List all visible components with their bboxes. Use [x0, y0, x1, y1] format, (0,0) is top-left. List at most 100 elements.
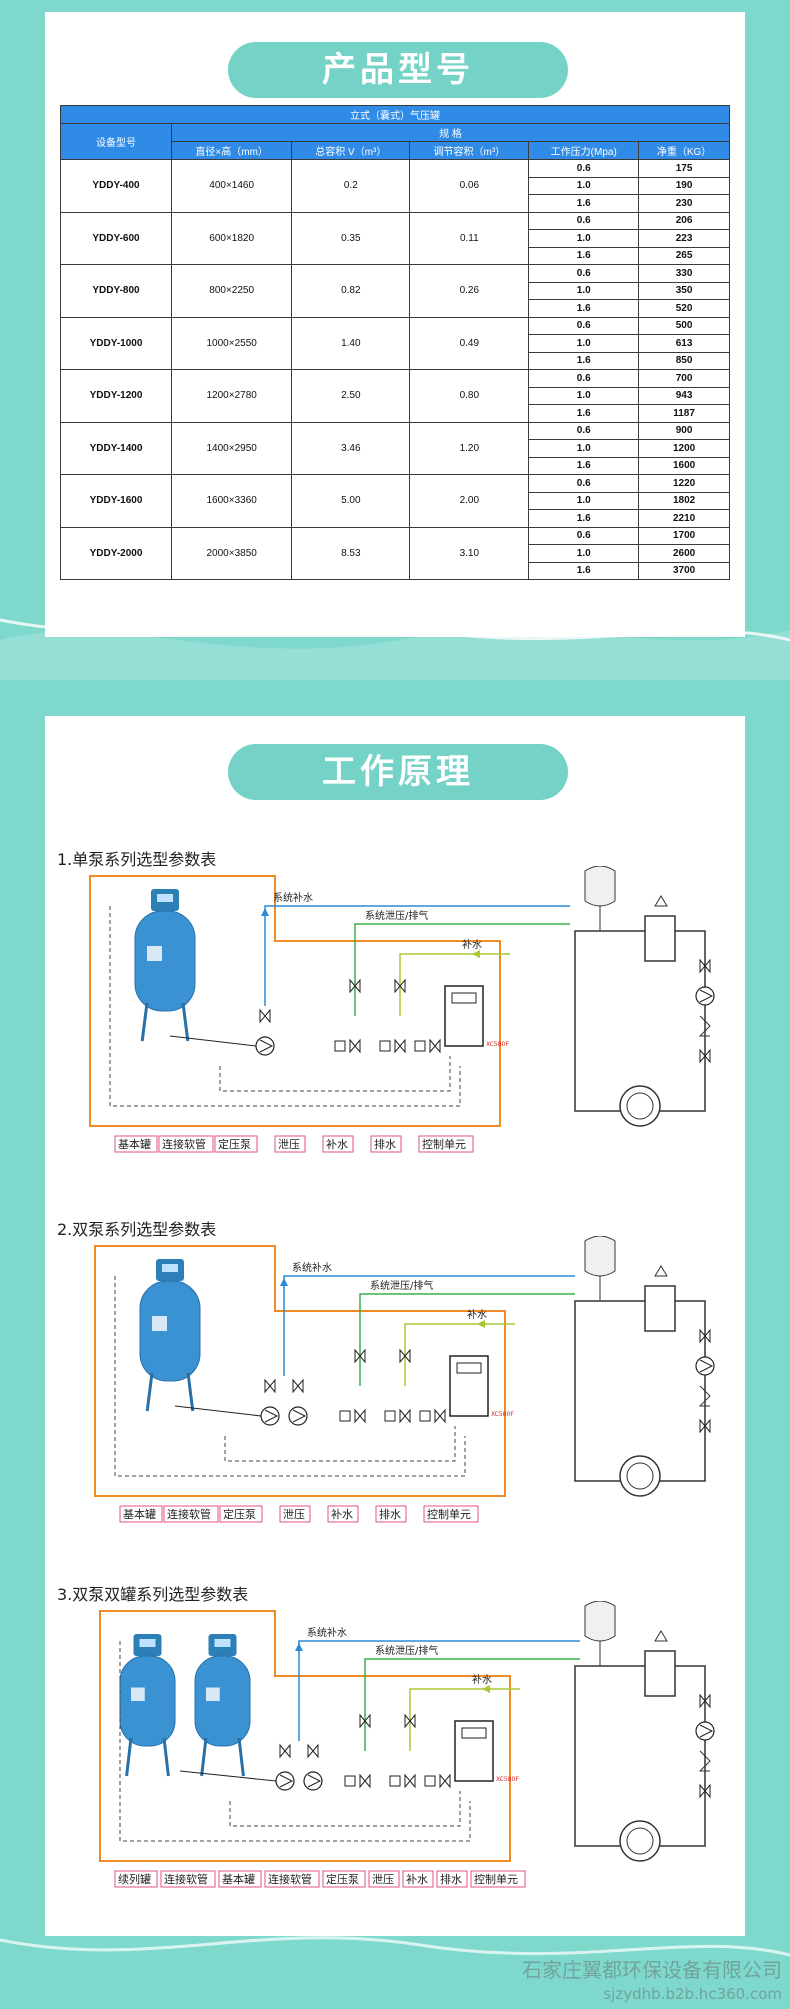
table-cell-weight: 613	[638, 334, 730, 353]
valve-icon	[439, 1773, 451, 1789]
valve-icon	[699, 1783, 711, 1799]
watermark-site: sjzydhb.b2b.hc360.com	[603, 1985, 782, 2003]
table-cell-weight: 1187	[638, 404, 730, 423]
valve-icon	[434, 1408, 446, 1424]
valve-icon	[429, 1038, 441, 1054]
line-label-fill: 补水	[472, 1673, 492, 1686]
tank-icon	[139, 1280, 201, 1382]
table-header-model: 设备型号	[60, 123, 172, 160]
circulation-pump-icon	[619, 1085, 661, 1127]
table-cell-pressure: 0.6	[528, 369, 640, 388]
pipe	[169, 1035, 257, 1047]
meter-icon	[344, 1775, 356, 1787]
table-cell-total: 8.53	[291, 526, 411, 580]
check-valve-icon	[698, 1015, 711, 1037]
table-cell-pressure: 1.6	[528, 561, 640, 580]
component-label-box	[114, 1870, 158, 1888]
pump-icon	[695, 1721, 715, 1741]
pump-icon	[695, 986, 715, 1006]
diagram-single-pump: 系统补水系统泄压/排气补水XC580F基本罐连接软管定压泵泄压补水排水控制单元	[89, 866, 715, 1153]
component-label-box	[114, 1135, 158, 1153]
pump-arrow	[264, 1409, 279, 1423]
meter-icon	[424, 1775, 436, 1787]
pump-arrow	[279, 1774, 294, 1788]
pump-arrow	[699, 1724, 714, 1738]
diagram-heading-1: 1.单泵系列选型参数表	[57, 850, 217, 869]
circulation-pump-inner	[626, 1827, 654, 1855]
table-cell-weight: 700	[638, 369, 730, 388]
diagram-double-pump: 系统补水系统泄压/排气补水XC580F基本罐连接软管定压泵泄压补水排水控制单元	[94, 1236, 715, 1523]
component-label-box	[264, 1870, 320, 1888]
component-label-box	[279, 1505, 311, 1523]
component-label: 控制单元	[427, 1507, 471, 1521]
valve-icon	[292, 1378, 304, 1394]
valve-icon	[699, 958, 711, 974]
table-col-header: 工作压力(Mpa)	[528, 141, 640, 160]
component-label: 定压泵	[326, 1872, 359, 1886]
tank-leg	[237, 1737, 245, 1777]
meter-icon	[419, 1410, 431, 1422]
arrow-icon	[261, 908, 269, 916]
component-label: 连接软管	[268, 1872, 312, 1886]
table-cell-pressure: 1.6	[528, 194, 640, 213]
table-cell-total: 0.2	[291, 159, 411, 213]
table-col-header: 净重（KG）	[638, 141, 730, 160]
table-cell-pressure: 1.0	[528, 439, 640, 458]
tank-label-plate	[131, 1687, 145, 1701]
system-loop	[574, 1665, 706, 1847]
circulation-pump-inner	[626, 1092, 654, 1120]
pump-arrow	[307, 1774, 322, 1788]
table-cell-total: 0.82	[291, 264, 411, 318]
line-label-makeup: 系统补水	[307, 1626, 347, 1639]
table-cell-model: YDDY-1000	[60, 316, 172, 370]
component-label: 控制单元	[474, 1872, 518, 1886]
table-cell-pressure: 1.0	[528, 544, 640, 563]
component-label: 控制单元	[422, 1137, 466, 1151]
relief-valve-icon	[654, 895, 668, 907]
table-cell-model: YDDY-2000	[60, 526, 172, 580]
component-label: 定压泵	[223, 1507, 256, 1521]
component-label: 排水	[374, 1137, 396, 1151]
table-cell-pressure: 0.6	[528, 211, 640, 230]
component-label: 泄压	[283, 1508, 305, 1521]
table-cell-adj: 0.49	[409, 316, 530, 370]
table-cell-size: 2000×3850	[170, 526, 293, 580]
component-label-box	[375, 1505, 407, 1523]
table-cell-adj: 2.00	[409, 474, 530, 528]
table-cell-model: YDDY-600	[60, 211, 172, 265]
control-unit-icon	[454, 1720, 494, 1782]
circulation-pump-icon	[619, 1820, 661, 1862]
component-label: 基本罐	[222, 1872, 255, 1886]
table-cell-adj: 0.26	[409, 264, 530, 318]
equipment-frame	[94, 1245, 506, 1497]
system-makeup-line	[283, 1275, 575, 1376]
section-title-product-model: 产品型号	[228, 42, 568, 98]
table-cell-pressure: 1.6	[528, 299, 640, 318]
component-label-box	[423, 1505, 479, 1523]
table-cell-total: 2.50	[291, 369, 411, 423]
spec-table: 立式（囊式）气压罐 设备型号 规 格 直径×高（mm） 总容积 V（m³） 调节…	[60, 105, 730, 580]
table-cell-weight: 2600	[638, 544, 730, 563]
component-label: 连接软管	[167, 1507, 211, 1521]
arrow-icon	[482, 1685, 490, 1693]
component-label: 泄压	[278, 1138, 300, 1151]
device-tag: XC580F	[486, 1041, 509, 1048]
relief-valve-icon	[654, 1630, 668, 1642]
boiler-icon	[644, 1285, 676, 1332]
table-cell-pressure: 1.0	[528, 176, 640, 195]
pump-icon	[695, 1356, 715, 1376]
table-header-top: 立式（囊式）气压罐	[60, 105, 730, 124]
relief-valve-icon	[654, 1265, 668, 1277]
valve-icon	[699, 1693, 711, 1709]
table-cell-pressure: 0.6	[528, 421, 640, 440]
table-cell-size: 1400×2950	[170, 421, 293, 475]
table-cell-pressure: 0.6	[528, 526, 640, 545]
table-cell-weight: 900	[638, 421, 730, 440]
system-makeup-line	[298, 1640, 580, 1741]
